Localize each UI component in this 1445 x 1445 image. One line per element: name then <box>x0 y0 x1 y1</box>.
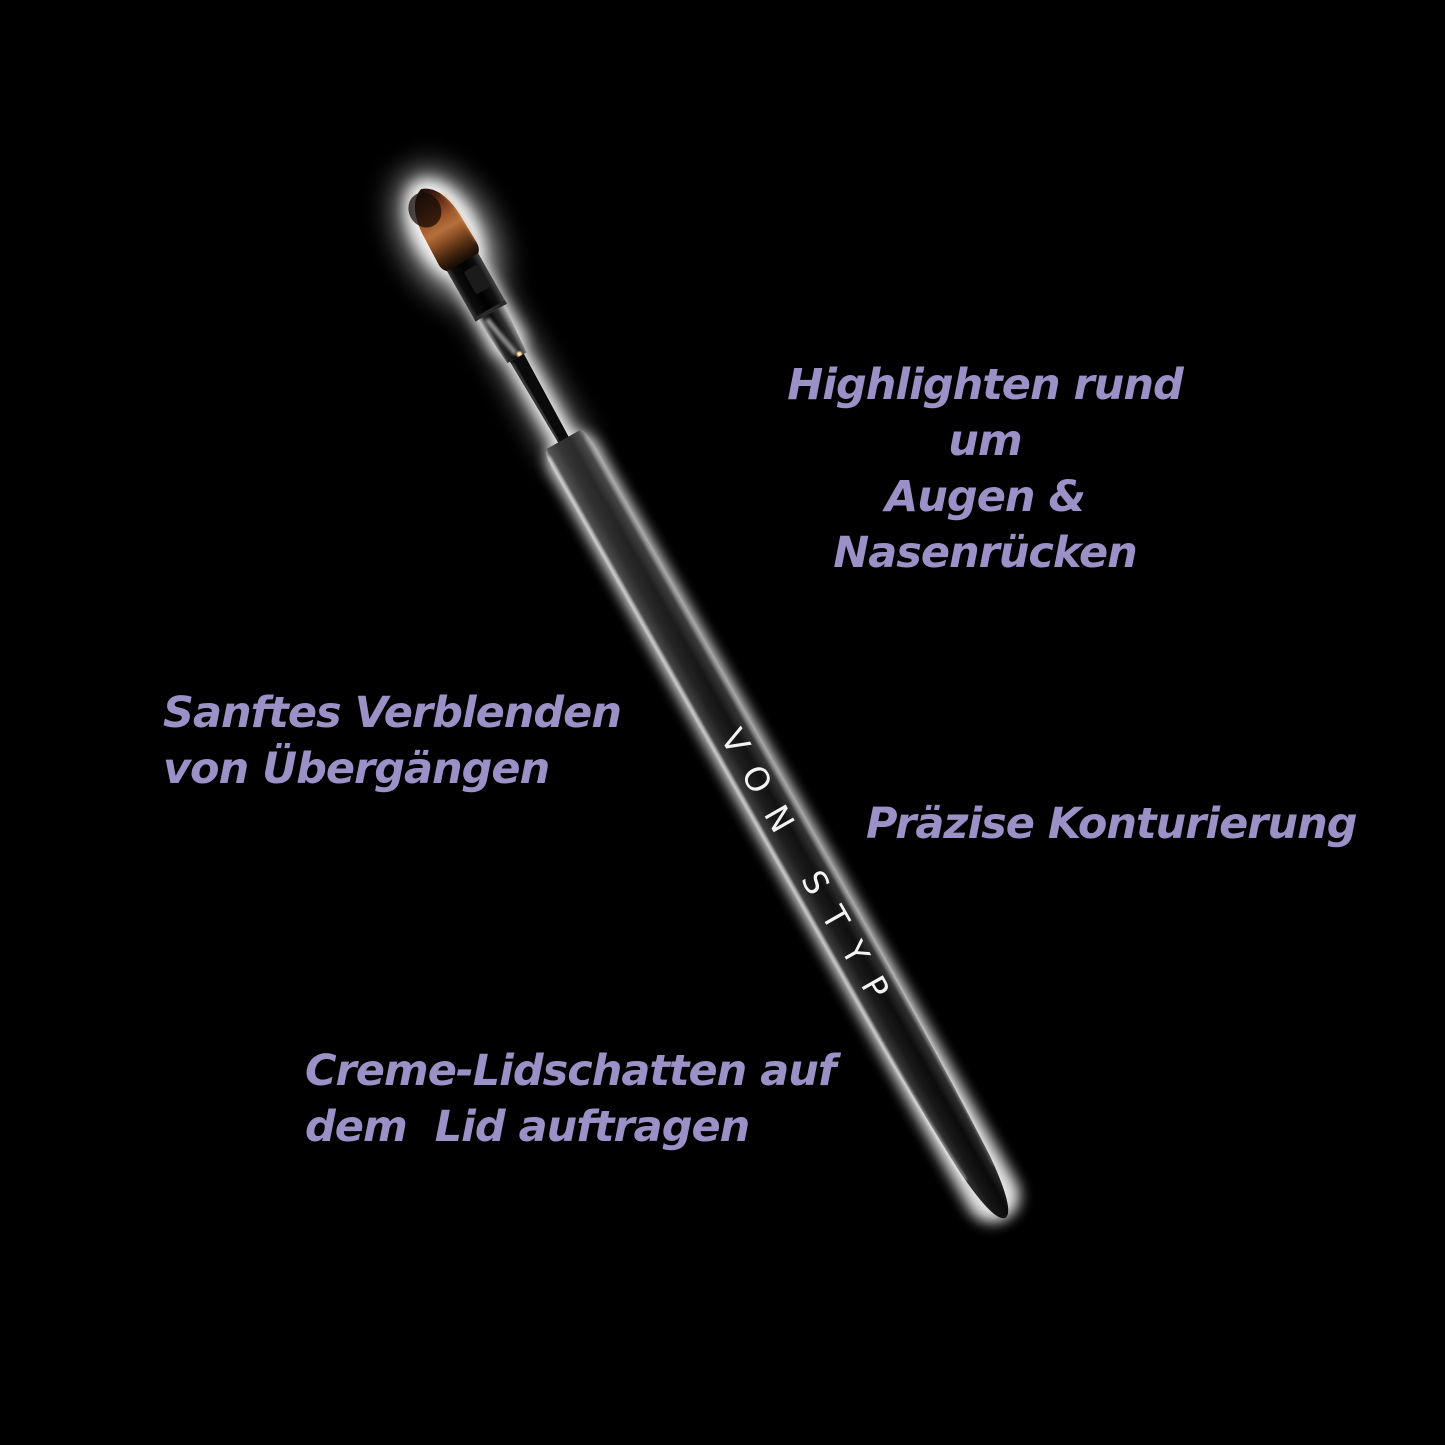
annotation-blend-line2: von Übergängen <box>163 743 550 794</box>
annotation-blend-line1: Sanftes Verblenden <box>163 688 622 738</box>
annotation-cream-line1: Creme-Lidschatten auf <box>305 1046 837 1096</box>
annotation-highlight: Highlighten rund um Augen & Nasenrücken <box>750 358 1220 582</box>
annotation-blend: Sanftes Verblenden von Übergängen <box>163 686 622 798</box>
brand-label: VON STYP <box>713 722 907 1023</box>
brush-stem <box>509 353 570 444</box>
handle-right-highlight <box>585 435 995 1165</box>
handle-left-highlight <box>547 456 967 1182</box>
annotation-contour: Präzise Konturierung <box>866 797 1358 853</box>
annotation-highlight-line2: Augen & Nasenrücken <box>833 471 1138 578</box>
brush-bristles <box>408 188 479 272</box>
annotation-highlight-line1: Highlighten rund um <box>787 360 1197 466</box>
brush-ferrule <box>446 253 507 322</box>
annotation-contour-line1: Präzise Konturierung <box>866 799 1358 849</box>
annotation-cream-line2: dem Lid auftragen <box>305 1101 750 1152</box>
annotation-cream: Creme-Lidschatten auf dem Lid auftragen <box>305 1044 837 1156</box>
